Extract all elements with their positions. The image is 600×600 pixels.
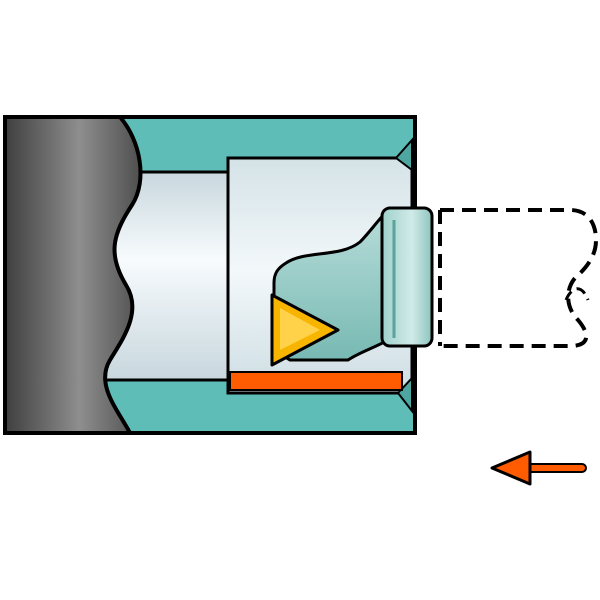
bore-chamfer-top xyxy=(394,137,413,172)
chuck xyxy=(3,115,143,435)
feed-direction-arrow xyxy=(490,450,587,486)
tool-retracted-outline xyxy=(440,208,599,348)
machined-surface xyxy=(229,371,403,391)
bore-chamfer-bottom xyxy=(396,375,413,414)
tool-shank xyxy=(380,206,434,348)
tool-retracted-tip-curve xyxy=(564,287,590,301)
cutting-insert-highlight xyxy=(280,308,320,350)
